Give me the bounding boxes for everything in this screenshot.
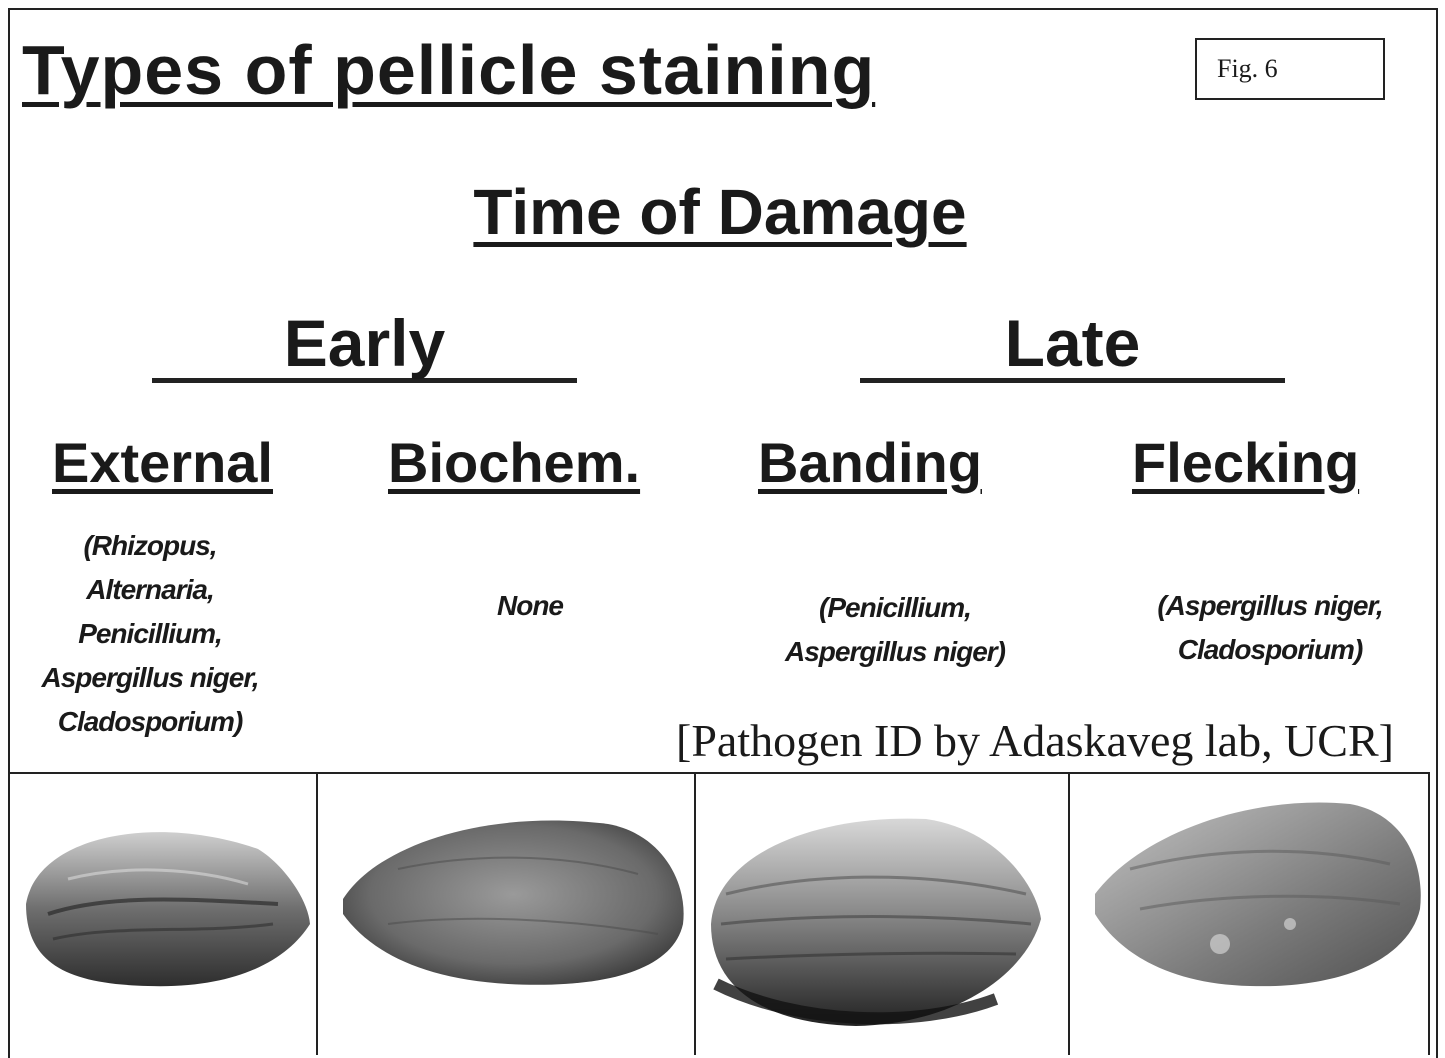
pathogen-list-flecking: (Aspergillus niger, Cladosporium)	[1120, 584, 1420, 672]
almond-photo-banding	[696, 774, 1068, 1053]
pathogen-line: Penicillium,	[10, 612, 290, 656]
pathogen-line: (Penicillium,	[745, 586, 1045, 630]
pathogen-line: None	[440, 584, 620, 628]
subtitle-text: Time of Damage	[473, 176, 966, 248]
pathogen-list-banding: (Penicillium, Aspergillus niger)	[745, 586, 1045, 674]
pathogen-line: Aspergillus niger)	[745, 630, 1045, 674]
group-label-early: Early	[284, 306, 445, 380]
category-heading-external: External	[52, 430, 273, 495]
page-title: Types of pellicle staining	[22, 30, 875, 110]
pathogen-line: (Rhizopus,	[10, 524, 290, 568]
pathogen-line: Cladosporium)	[10, 700, 290, 744]
pathogen-line: Cladosporium)	[1120, 628, 1420, 672]
pathogen-list-external: (Rhizopus, Alternaria, Penicillium, Aspe…	[10, 524, 290, 744]
subtitle: Time of Damage	[0, 175, 1440, 249]
pathogen-line: Aspergillus niger,	[10, 656, 290, 700]
almond-photo-external	[8, 774, 316, 1053]
group-label-late: Late	[1005, 306, 1141, 380]
category-heading-flecking: Flecking	[1132, 430, 1359, 495]
category-label-external: External	[52, 431, 273, 494]
group-heading-late: Late	[860, 305, 1285, 383]
category-heading-biochem: Biochem.	[388, 430, 640, 495]
photo-cell-biochem	[318, 774, 696, 1055]
pathogen-line: Alternaria,	[10, 568, 290, 612]
figure-label: Fig. 6	[1195, 38, 1385, 100]
credit-text: [Pathogen ID by Adaskaveg lab, UCR]	[676, 714, 1394, 767]
photo-row	[8, 772, 1430, 1053]
pathogen-line: (Aspergillus niger,	[1120, 584, 1420, 628]
category-label-banding: Banding	[758, 431, 982, 494]
pathogen-list-biochem: None	[440, 584, 620, 628]
almond-photo-biochem	[318, 774, 694, 1053]
almond-photo-flecking	[1070, 774, 1428, 1053]
category-label-biochem: Biochem.	[388, 431, 640, 494]
group-heading-early: Early	[152, 305, 577, 383]
category-heading-banding: Banding	[758, 430, 982, 495]
photo-cell-flecking	[1070, 774, 1430, 1055]
photo-cell-banding	[696, 774, 1070, 1055]
category-label-flecking: Flecking	[1132, 431, 1359, 494]
photo-cell-external	[8, 774, 318, 1055]
